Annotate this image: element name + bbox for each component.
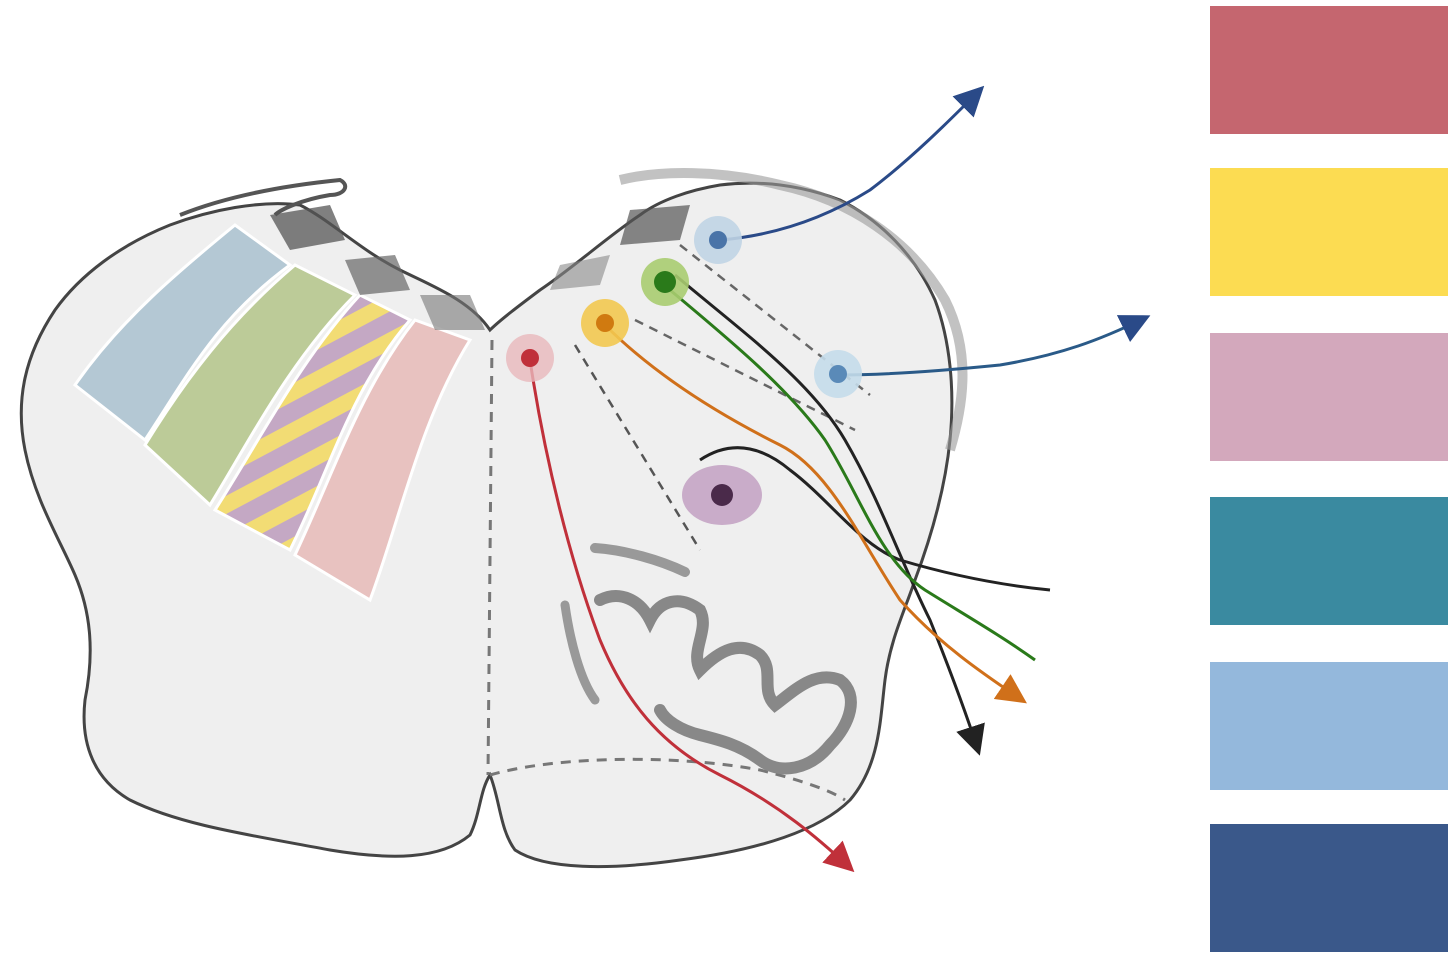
nucleus-yellow: [581, 299, 629, 347]
legend-swatch-pink: [1210, 333, 1448, 461]
legend-swatch-yellow: [1210, 168, 1448, 296]
nucleus-lightblue-mid: [814, 350, 862, 398]
legend-swatch-teal: [1210, 497, 1448, 625]
legend-swatch-dark-blue: [1210, 824, 1448, 952]
nucleus-lightblue-top: [694, 216, 742, 264]
nucleus-red: [506, 334, 554, 382]
legend-swatch-red: [1210, 6, 1448, 134]
nucleus-green: [641, 258, 689, 306]
dorsal-bump-4: [620, 205, 690, 245]
nucleus-purple: [682, 465, 762, 525]
legend-swatch-light-blue: [1210, 662, 1448, 790]
brainstem-cross-section-diagram: [0, 0, 1190, 954]
